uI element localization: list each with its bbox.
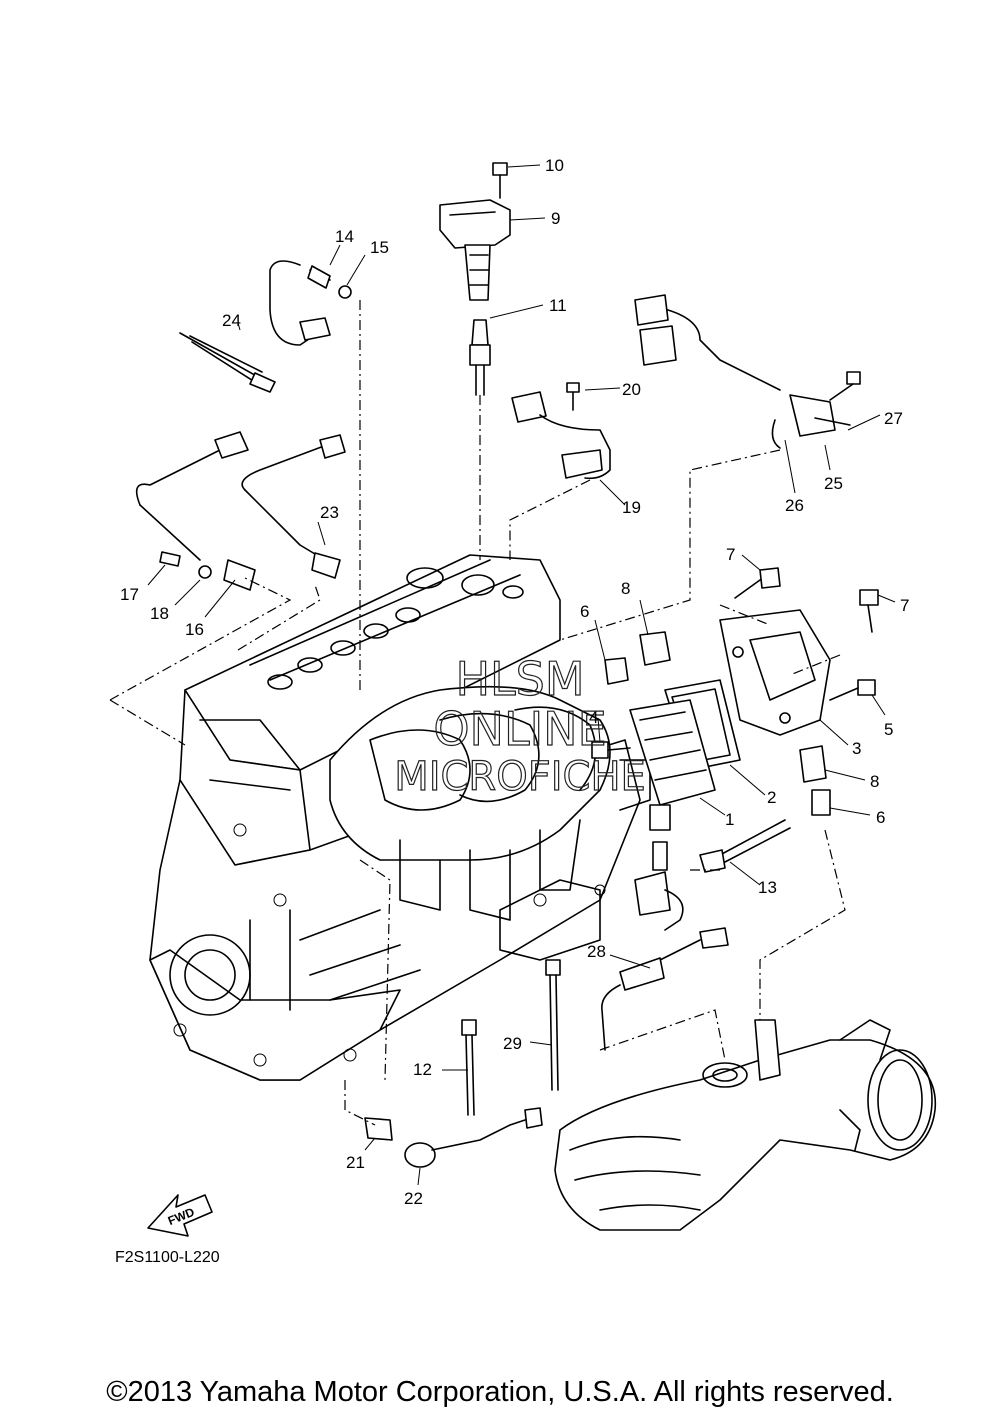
callout-5: 5 [884,720,893,739]
fwd-arrow: FWD [147,1194,213,1237]
callout-29: 29 [503,1034,522,1053]
callout-22: 22 [404,1189,423,1208]
ignition-coil [439,199,511,301]
callout-11: 11 [549,296,567,315]
callout-19: 19 [622,498,641,517]
callout-21: 21 [346,1153,365,1172]
callout-14: 14 [335,227,354,246]
callout-17: 17 [120,585,139,604]
callout-9: 9 [551,209,560,228]
knock-sensor-22 [404,1107,543,1168]
watermark: HLSM ONLINE MICROFICHE [394,651,647,800]
watermark-line-2: ONLINE [433,702,606,756]
callout-25: 25 [824,474,843,493]
callout-10: 10 [545,156,564,175]
callout-8-top: 8 [621,579,630,598]
callout-6-top: 6 [580,602,589,621]
sensor-24 [179,332,276,393]
callout-28: 28 [587,942,606,961]
callout-20: 20 [622,380,641,399]
callout-27: 27 [884,409,903,428]
callout-3: 3 [852,739,861,758]
callout-6-bottom: 6 [876,808,885,827]
callout-18: 18 [150,604,169,623]
copyright-notice: ©2013 Yamaha Motor Corporation, U.S.A. A… [106,1376,894,1408]
cable-tie-12 [461,1019,477,1116]
callout-13: 13 [758,878,777,897]
leader-lines [109,300,846,1126]
watermark-line-3: MICROFICHE [394,754,646,800]
callout-labels: 10 9 11 14 15 24 20 19 27 25 26 23 17 18… [120,156,909,1208]
callout-leaders [147,164,896,1186]
callout-7-left: 7 [726,545,735,564]
exhaust-manifold [554,1019,937,1231]
temperature-sensor [269,260,352,346]
callout-2: 2 [767,788,776,807]
callout-7-right: 7 [900,596,909,615]
coil-bolt [492,162,508,199]
callout-16: 16 [185,620,204,639]
callout-24: 24 [222,311,241,330]
engine-block [149,554,651,1081]
sensor-harness-25 [634,294,861,449]
callout-23: 23 [320,503,339,522]
sensor-21 [364,1117,393,1141]
crank-sensor-assembly [135,431,346,591]
callout-15: 15 [370,238,389,257]
callout-1: 1 [725,810,734,829]
figure-reference: F2S1100-L220 [115,1249,220,1266]
cable-tie-29 [545,959,561,1091]
sensor-28 [601,927,729,1051]
ecu-assembly [591,567,879,931]
watermark-line-1: HLSM [455,652,584,706]
spark-plug [469,319,491,396]
callout-12: 12 [413,1060,432,1079]
callout-8-bottom: 8 [870,772,879,791]
callout-26: 26 [785,496,804,515]
callout-4: 4 [589,708,598,727]
cam-sensor-19 [511,382,611,480]
sensor-13 [699,819,791,873]
